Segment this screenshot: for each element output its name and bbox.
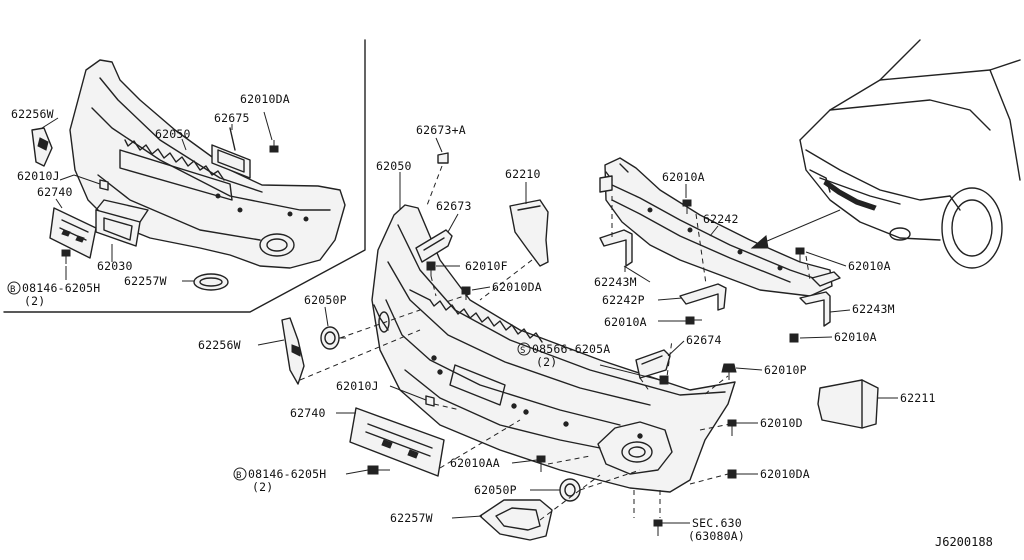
label-62050-inset: 62050 bbox=[155, 127, 191, 141]
bracket-62243m-left bbox=[599, 229, 633, 272]
label-62210: 62210 bbox=[505, 167, 541, 181]
inset-border bbox=[3, 39, 366, 313]
inset-side-bracket-62256w bbox=[31, 117, 59, 167]
vehicle-sketch bbox=[799, 39, 1021, 269]
inset-panel bbox=[3, 39, 366, 313]
label-62010j-main: 62010J bbox=[336, 379, 379, 393]
label-08146-inset-qty: (2) bbox=[24, 294, 45, 308]
label-sec630-sub: (63080A) bbox=[688, 529, 745, 543]
side-cover-62211 bbox=[817, 379, 879, 429]
bracket-62674 bbox=[635, 349, 671, 379]
inset-bracket-62675 bbox=[211, 127, 251, 179]
inset-clip-62010j bbox=[73, 174, 109, 191]
label-62010j-inset: 62010J bbox=[17, 169, 60, 183]
inset-screw-62010da bbox=[263, 111, 279, 153]
label-62257w-inset: 62257W bbox=[124, 274, 167, 288]
marker-b-inset: B bbox=[7, 281, 21, 295]
label-62010f: 62010F bbox=[465, 259, 508, 273]
label-62740-main: 62740 bbox=[290, 406, 326, 420]
label-62010aa: 62010AA bbox=[450, 456, 500, 470]
label-62674: 62674 bbox=[686, 333, 722, 347]
direction-arrow bbox=[750, 209, 841, 249]
label-62010a-right: 62010A bbox=[848, 259, 891, 273]
label-sec630: SEC.630 bbox=[692, 516, 742, 530]
inset-bracket-62030 bbox=[95, 199, 149, 247]
label-08146-main: 08146-6205H bbox=[248, 467, 326, 481]
label-62010a-right2: 62010A bbox=[834, 330, 877, 344]
leader-lines bbox=[55, 124, 898, 524]
assembly-lines bbox=[299, 196, 811, 521]
label-62673: 62673 bbox=[436, 199, 472, 213]
marker-s: S bbox=[517, 342, 531, 356]
marker-b-main: B bbox=[233, 467, 247, 481]
label-62010da-lower: 62010DA bbox=[760, 467, 810, 481]
inset-license-plate-62740 bbox=[49, 207, 97, 259]
bracket-62673 bbox=[415, 213, 459, 263]
grommet-62050p-upper bbox=[320, 326, 346, 350]
svg-text:B: B bbox=[236, 471, 242, 481]
label-62010a-left: 62010A bbox=[604, 315, 647, 329]
diagram-code: J6200188 bbox=[935, 535, 993, 549]
label-62050-main: 62050 bbox=[376, 159, 412, 173]
inset-ring-62257w bbox=[186, 273, 229, 291]
label-62010da-main: 62010DA bbox=[492, 280, 542, 294]
label-08566-qty: (2) bbox=[536, 355, 557, 369]
label-62010p: 62010P bbox=[764, 363, 807, 377]
main-bumper-fascia bbox=[371, 204, 736, 493]
inset-bolt-08146 bbox=[61, 249, 71, 280]
part-labels: 62256W 62050 62675 62010DA 62010J 62740 … bbox=[7, 92, 993, 549]
bracket-62243m-right bbox=[799, 271, 841, 327]
label-08566: 08566-6205A bbox=[532, 342, 610, 356]
ring-62257w bbox=[479, 499, 553, 541]
reinforcement-beam-62242 bbox=[599, 157, 833, 297]
deflector-62210 bbox=[509, 199, 549, 267]
label-08146-inset: 08146-6205H bbox=[22, 281, 100, 295]
label-62256w-inset: 62256W bbox=[11, 107, 54, 121]
label-62242p: 62242P bbox=[602, 293, 645, 307]
label-62010da-inset: 62010DA bbox=[240, 92, 290, 106]
label-62675: 62675 bbox=[214, 111, 250, 125]
side-bracket-62256w bbox=[281, 317, 305, 385]
label-08146-main-qty: (2) bbox=[252, 480, 273, 494]
stay-62242p bbox=[679, 283, 727, 311]
label-62010a-top: 62010A bbox=[662, 170, 705, 184]
svg-text:S: S bbox=[520, 346, 526, 356]
svg-text:B: B bbox=[10, 285, 16, 295]
license-plate-62740 bbox=[349, 407, 445, 477]
label-62256w-main: 62256W bbox=[198, 338, 241, 352]
label-62211: 62211 bbox=[900, 391, 936, 405]
label-62243m-left: 62243M bbox=[594, 275, 637, 289]
label-62243m-right: 62243M bbox=[852, 302, 895, 316]
label-62242: 62242 bbox=[703, 212, 739, 226]
label-62050p-lower: 62050P bbox=[474, 483, 517, 497]
label-62740-inset: 62740 bbox=[37, 185, 73, 199]
label-62010d: 62010D bbox=[760, 416, 803, 430]
clip-62673a bbox=[425, 152, 449, 209]
label-62673a: 62673+A bbox=[416, 123, 466, 137]
label-62257w-main: 62257W bbox=[390, 511, 433, 525]
label-62030: 62030 bbox=[97, 259, 133, 273]
label-62050p-upper: 62050P bbox=[304, 293, 347, 307]
